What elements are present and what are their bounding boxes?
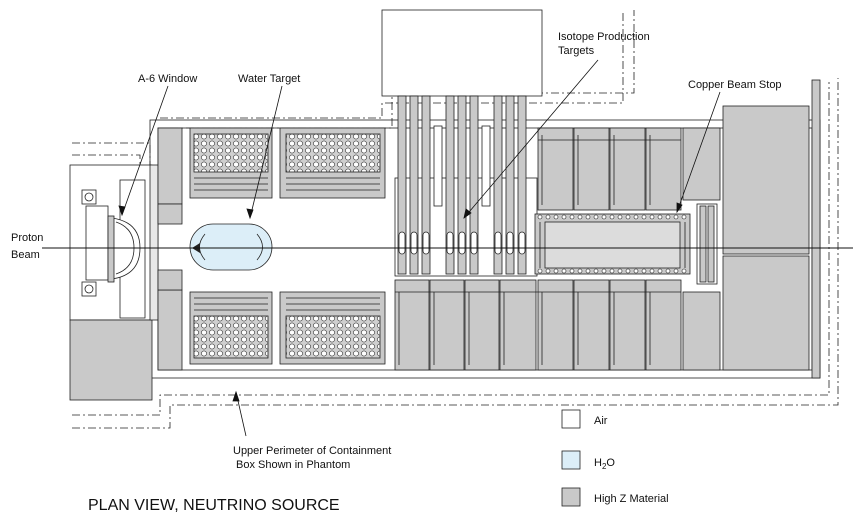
legend-swatch-high-z bbox=[561, 487, 581, 507]
beam-stop-rivets bbox=[537, 214, 687, 274]
label-a6-window: A-6 Window bbox=[138, 73, 197, 85]
legend-label-air: Air bbox=[594, 415, 608, 427]
label-perimeter-line2: Box Shown in Phantom bbox=[236, 459, 350, 471]
label-copper-beam-stop: Copper Beam Stop bbox=[688, 79, 782, 91]
leader-lines bbox=[118, 59, 721, 437]
label-water-target: Water Target bbox=[238, 73, 300, 85]
copper-beam-stop bbox=[534, 213, 691, 275]
isotope-stalks bbox=[394, 95, 538, 277]
water-target bbox=[189, 223, 273, 271]
a6-window bbox=[107, 215, 141, 283]
legend: Air H2O High Z Material bbox=[561, 409, 669, 507]
lower-shield-blocks bbox=[189, 291, 386, 365]
upper-shield-blocks bbox=[189, 127, 386, 199]
diagram-title: PLAN VIEW, NEUTRINO SOURCE bbox=[88, 497, 340, 514]
right-shield-blocks bbox=[682, 105, 810, 371]
legend-swatch-air bbox=[561, 409, 581, 429]
entrance-module bbox=[69, 164, 159, 401]
legend-swatch-water bbox=[561, 450, 581, 470]
label-isotope-line2: Targets bbox=[558, 45, 595, 57]
label-perimeter-line1: Upper Perimeter of Containment bbox=[233, 445, 391, 457]
label-proton-line2: Beam bbox=[11, 249, 40, 261]
lower-steel-blocks bbox=[394, 279, 682, 371]
label-isotope-line1: Isotope Production bbox=[558, 31, 650, 43]
upper-steel-blocks bbox=[537, 127, 682, 211]
legend-label-water: H2O bbox=[594, 457, 615, 471]
label-proton-line1: Proton bbox=[11, 232, 43, 244]
legend-label-high-z: High Z Material bbox=[594, 493, 669, 505]
isotope-insert-box bbox=[381, 9, 543, 97]
left-shield-columns bbox=[157, 127, 183, 371]
